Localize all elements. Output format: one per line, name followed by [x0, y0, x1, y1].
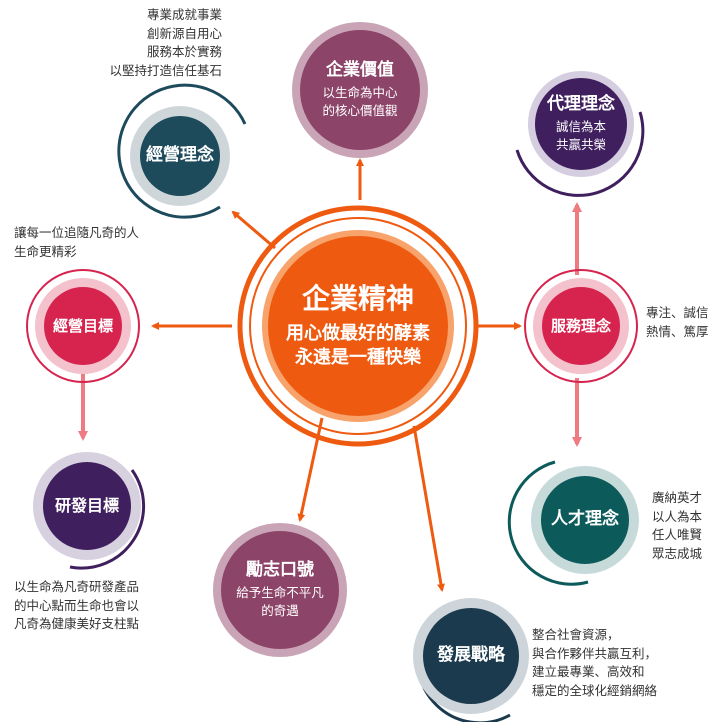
note-business-line: 創新源自用心: [146, 25, 222, 41]
node-motto-title: 勵志口號: [246, 559, 314, 580]
node-strategy: 發展戰略: [423, 608, 519, 704]
note-talent-line: 廣納英才: [652, 490, 703, 505]
note-rnd: 以生命為凡奇研發產品 的中心點而生命也會以 凡奇為健康美好支柱點: [14, 578, 139, 634]
node-motto-line1: 給予生命不平凡: [236, 585, 324, 600]
arrow-to-business: [231, 210, 276, 250]
business-arc: [117, 83, 247, 219]
node-value-title: 企業價值: [326, 59, 394, 80]
note-goal-line: 讓每一位追隨凡奇的人: [14, 225, 140, 240]
rnd-arc: [69, 469, 146, 570]
node-business-title: 經營理念: [146, 145, 214, 166]
node-service: 服務理念: [542, 287, 620, 365]
node-strategy-title: 發展戰略: [437, 645, 505, 666]
center-disc: [268, 236, 448, 416]
service-ring-outer: [524, 269, 638, 383]
node-value: 企業價值 以生命為中心 的核心價值觀: [300, 30, 420, 150]
center-node: 企業精神 用心做最好的酵素 永遠是一種快樂: [268, 236, 448, 416]
note-business-line: 專業成就事業: [146, 7, 222, 22]
note-talent-line: 眾志成城: [652, 545, 703, 561]
talent-arc: [507, 460, 589, 586]
node-business: 經營理念: [140, 116, 220, 196]
note-rnd-line: 凡奇為健康美好支柱點: [14, 616, 140, 631]
note-goal: 讓每一位追隨凡奇的人 生命更精彩: [14, 224, 139, 261]
center-outer-ring: [237, 205, 479, 447]
center-line1: 用心做最好的酵素: [286, 322, 430, 344]
goal-ring-outer: [26, 269, 140, 383]
node-rnd-title: 研發目標: [54, 496, 119, 515]
node-agent: 代理理念 誠信為本 共贏共榮: [535, 78, 627, 170]
note-business-line: 以堅持打造信任基石: [109, 62, 222, 78]
note-business: 專業成就事業 創新源自用心 服務本於實務 以堅持打造信任基石: [70, 6, 222, 80]
node-agent-line2: 共贏共榮: [555, 137, 606, 153]
center-title: 企業精神: [301, 281, 414, 315]
note-rnd-line: 的中心點而生命也會以: [14, 597, 140, 613]
note-talent-line: 任人唯賢: [652, 527, 703, 542]
node-service-title: 服務理念: [550, 316, 611, 335]
node-value-line2: 的核心價值觀: [322, 103, 398, 119]
node-motto-line2: 的奇遇: [261, 603, 299, 619]
center-line2: 永遠是一種快樂: [295, 346, 421, 368]
note-talent-line: 以人為本: [652, 508, 703, 524]
note-strategy-line: 穩定的全球化經銷網絡: [532, 682, 658, 698]
arrow-to-motto: [297, 417, 324, 522]
arrow-to-strategy: [412, 425, 445, 592]
node-agent-line1: 誠信為本: [555, 119, 606, 134]
node-agent-title: 代理理念: [547, 93, 615, 114]
note-strategy: 整合社會資源， 與合作夥伴共贏互利， 建立最專業、高效和 穩定的全球化經銷網絡: [532, 626, 657, 700]
center-inner-ring: [249, 217, 467, 435]
node-value-line1: 以生命為中心: [322, 85, 398, 100]
node-motto: 勵志口號 給予生命不平凡 的奇遇: [221, 531, 339, 649]
node-goal-title: 經營目標: [52, 316, 113, 335]
node-goal: 經營目標: [44, 287, 122, 365]
note-service-line: 熱情、篤厚: [646, 323, 709, 339]
node-talent: 人才理念: [541, 476, 629, 564]
note-strategy-line: 與合作夥伴共贏互利，: [532, 645, 658, 661]
note-rnd-line: 以生命為凡奇研發產品: [14, 579, 140, 594]
node-talent-title: 人才理念: [551, 509, 619, 530]
note-business-line: 服務本於實務: [146, 44, 222, 59]
note-strategy-line: 建立最專業、高效和: [532, 664, 645, 679]
note-service-line: 專注、誠信: [646, 305, 709, 320]
note-goal-line: 生命更精彩: [14, 243, 77, 259]
note-talent: 廣納英才 以人為本 任人唯賢 眾志成城: [652, 489, 702, 563]
agent-arc: [515, 111, 645, 197]
node-rnd: 研發目標: [43, 462, 131, 550]
note-strategy-line: 整合社會資源，: [532, 627, 620, 642]
note-service: 專注、誠信 熱情、篤厚: [646, 304, 709, 341]
